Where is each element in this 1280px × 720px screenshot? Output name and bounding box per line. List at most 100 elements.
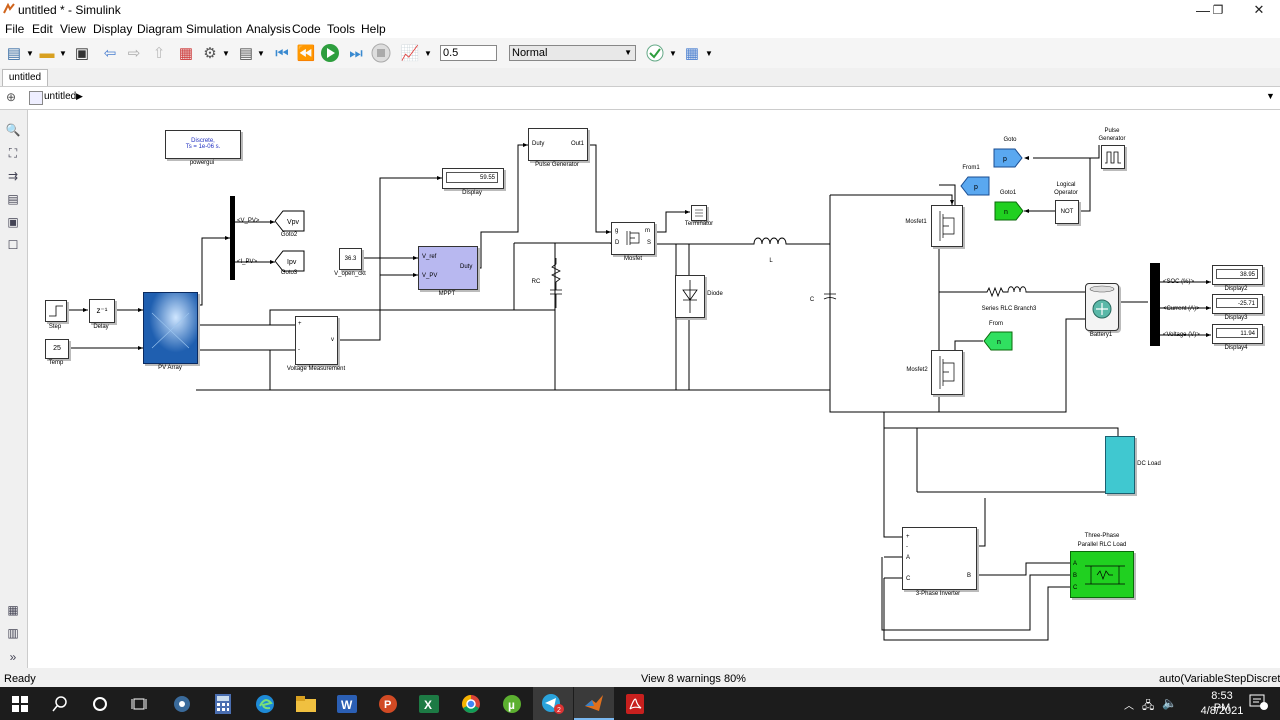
battery-bus-selector[interactable] xyxy=(1150,263,1160,346)
inductor-block[interactable] xyxy=(740,236,798,252)
model-config-icon[interactable]: ▤ xyxy=(236,43,256,63)
notifications-icon[interactable] xyxy=(1248,693,1268,711)
rc-branch-block[interactable] xyxy=(548,258,564,308)
chevron-down-icon[interactable]: ▼ xyxy=(257,43,265,63)
fit-to-view-icon[interactable]: ⛶ xyxy=(5,145,21,161)
step-block[interactable] xyxy=(45,300,67,322)
acrobat-icon[interactable] xyxy=(615,687,655,720)
image-icon[interactable]: ▣ xyxy=(5,214,21,230)
app-icon[interactable] xyxy=(162,687,202,720)
goto-block[interactable]: p xyxy=(993,148,1023,168)
goto2-block[interactable]: Vpv xyxy=(275,210,305,232)
pulse-generator-block[interactable]: Duty Out1 xyxy=(528,128,588,161)
forward-arrow-icon[interactable]: ⇨ xyxy=(124,43,144,63)
arrow-direction-icon[interactable]: ⇉ xyxy=(5,168,21,184)
voltage-measurement-block[interactable]: + - v xyxy=(295,316,338,365)
edge-icon[interactable] xyxy=(245,687,285,720)
close-button[interactable]: ✕ xyxy=(1241,0,1277,20)
status-warnings[interactable]: View 8 warnings 80% xyxy=(641,673,746,685)
menu-file[interactable]: File xyxy=(5,22,24,36)
menu-tools[interactable]: Tools xyxy=(327,22,355,36)
rlc-load-block[interactable]: A B C xyxy=(1070,551,1134,598)
calculator-icon[interactable] xyxy=(203,687,243,720)
scope-icon[interactable]: 📈 xyxy=(400,43,420,63)
menu-help[interactable]: Help xyxy=(361,22,386,36)
pulse-generator2-block[interactable] xyxy=(1101,145,1125,169)
cortana-icon[interactable] xyxy=(80,687,120,720)
diode-block[interactable] xyxy=(675,275,705,318)
expand-icon[interactable]: » xyxy=(5,649,21,665)
tab-untitled[interactable]: untitled xyxy=(2,69,48,86)
word-icon[interactable]: W xyxy=(327,687,367,720)
area-icon[interactable]: ☐ xyxy=(5,237,21,253)
goto1-block[interactable]: n xyxy=(994,201,1024,221)
gear-icon[interactable]: ⚙ xyxy=(200,43,220,63)
tray-chevron-icon[interactable]: ︿ xyxy=(1124,697,1134,712)
breadcrumb-arrow-icon[interactable]: ▶ xyxy=(76,91,83,102)
menu-display[interactable]: Display xyxy=(93,22,132,36)
screenshot-icon[interactable]: ▦ xyxy=(5,602,21,618)
stop-button[interactable] xyxy=(371,43,391,63)
matlab-icon[interactable] xyxy=(574,687,614,720)
menu-simulation[interactable]: Simulation xyxy=(186,22,242,36)
bus-selector[interactable] xyxy=(230,196,235,280)
capacitor-block[interactable] xyxy=(822,270,838,320)
from1-block[interactable]: p xyxy=(960,176,990,196)
delay-block[interactable]: z⁻¹ xyxy=(89,299,115,323)
chevron-down-icon[interactable]: ▼ xyxy=(705,43,713,63)
clock-date[interactable]: 4/8/2021 xyxy=(1200,705,1244,717)
menu-diagram[interactable]: Diagram xyxy=(137,22,182,36)
breadcrumb-model[interactable]: untitled xyxy=(44,91,76,102)
temp-block[interactable]: 25 xyxy=(45,339,69,359)
maximize-button[interactable]: ❐ xyxy=(1200,0,1236,20)
up-arrow-icon[interactable]: ⇧ xyxy=(149,43,169,63)
volume-icon[interactable]: 🔈 xyxy=(1162,696,1177,710)
display-block[interactable]: 59.55 xyxy=(442,168,504,189)
simulation-mode-select[interactable]: Normal▼ xyxy=(509,45,636,61)
step-forward-icon[interactable]: ⏭ xyxy=(346,43,366,63)
inverter-block[interactable]: + - A C B xyxy=(902,527,977,590)
back-arrow-icon[interactable]: ⇦ xyxy=(100,43,120,63)
windows-start-icon[interactable] xyxy=(0,687,40,720)
run-button[interactable] xyxy=(320,43,340,63)
chevron-down-icon[interactable]: ▼ xyxy=(1266,91,1275,101)
series-rlc-block[interactable] xyxy=(975,284,1039,300)
property-inspector-icon[interactable]: ▥ xyxy=(5,625,21,641)
chrome-icon[interactable] xyxy=(451,687,491,720)
goto3-block[interactable]: Ipv xyxy=(275,250,305,272)
rewind-icon[interactable]: ⏪ xyxy=(296,43,316,63)
network-icon[interactable]: 🖧 xyxy=(1142,697,1154,716)
new-model-icon[interactable]: ▤ xyxy=(4,43,24,63)
excel-icon[interactable]: X xyxy=(409,687,449,720)
annotation-icon[interactable]: ▤ xyxy=(5,191,21,207)
powergui-block[interactable]: Discrete, Ts = 1e-06 s. xyxy=(165,130,241,159)
telegram-icon[interactable]: 2 xyxy=(533,687,573,720)
v-open-constant-block[interactable]: 36.3 xyxy=(339,248,362,270)
display3-block[interactable]: -25.71 xyxy=(1212,294,1263,314)
chevron-down-icon[interactable]: ▼ xyxy=(669,43,677,63)
menu-code[interactable]: Code xyxy=(292,22,321,36)
menu-analysis[interactable]: Analysis xyxy=(246,22,291,36)
mosfet2-block[interactable] xyxy=(931,350,963,395)
zoom-icon[interactable]: 🔍 xyxy=(5,122,21,138)
display4-block[interactable]: 11.94 xyxy=(1212,324,1263,344)
chevron-down-icon[interactable]: ▼ xyxy=(222,43,230,63)
stop-time-input[interactable]: 0.5 xyxy=(440,45,497,61)
battery-block[interactable] xyxy=(1085,283,1119,331)
step-back-icon[interactable]: ⏮ xyxy=(272,43,292,63)
search-icon[interactable] xyxy=(40,687,80,720)
file-explorer-icon[interactable] xyxy=(286,687,326,720)
pv-array-block[interactable] xyxy=(143,292,198,364)
from-block[interactable]: n xyxy=(983,331,1013,351)
dc-load-block[interactable] xyxy=(1105,436,1135,494)
powerpoint-icon[interactable]: P xyxy=(368,687,408,720)
task-view-icon[interactable] xyxy=(120,687,160,720)
terminator-block[interactable] xyxy=(691,205,707,221)
chevron-down-icon[interactable]: ▼ xyxy=(59,43,67,63)
grid-icon[interactable]: ▦ xyxy=(682,43,702,63)
mosfet1-block[interactable] xyxy=(931,205,963,247)
menu-view[interactable]: View xyxy=(60,22,86,36)
hide-browser-icon[interactable]: ⊕ xyxy=(6,90,16,104)
logical-operator-block[interactable]: NOT xyxy=(1055,200,1079,224)
open-folder-icon[interactable]: ▬ xyxy=(37,43,57,63)
